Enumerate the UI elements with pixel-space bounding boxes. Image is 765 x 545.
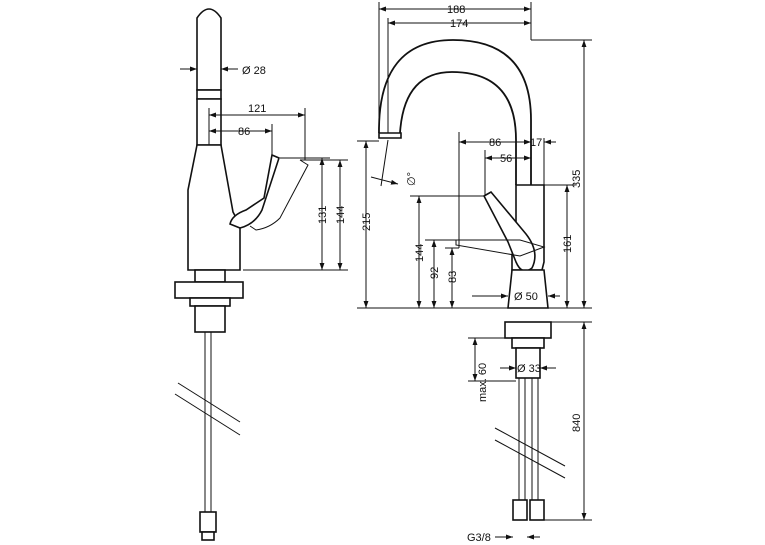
front-angle-line <box>380 139 389 187</box>
front-dim-840: 840 <box>571 414 583 432</box>
side-dim-lever-86: 86 <box>238 126 250 138</box>
side-lever <box>229 153 280 229</box>
front-break-line-2 <box>494 439 566 479</box>
front-view: 188 174 86 56 17 ∅° 335 161 215 <box>357 2 592 544</box>
front-thread <box>511 337 545 349</box>
front-angle-mark: ∅° <box>406 172 418 186</box>
side-dim-lever-121: 121 <box>248 103 266 115</box>
front-dim-144: 144 <box>414 244 426 262</box>
front-dim-174: 174 <box>450 18 468 30</box>
front-connector-left <box>512 499 528 521</box>
front-dim-188: 188 <box>447 4 465 16</box>
front-shank <box>515 347 541 379</box>
side-base-plate <box>174 281 244 299</box>
front-dim-161: 161 <box>562 235 574 253</box>
front-connector-right <box>529 499 545 521</box>
side-shank <box>194 305 226 333</box>
front-dim-335: 335 <box>571 170 583 188</box>
side-break-line-1 <box>177 382 241 423</box>
front-base-plate <box>504 321 552 339</box>
front-dim-base-diameter: Ø 50 <box>514 291 538 303</box>
side-break-line-2 <box>174 393 241 436</box>
front-lever <box>482 190 536 272</box>
front-dim-max-60: max. 60 <box>477 363 489 402</box>
front-break-line-1 <box>494 427 566 467</box>
front-dim-83: 83 <box>447 271 459 283</box>
front-angle-arrow <box>370 176 399 185</box>
side-connector <box>199 511 217 533</box>
front-spout-tip <box>378 132 402 139</box>
side-dim-spout-diameter: Ø 28 <box>242 65 266 77</box>
side-lever-ghost <box>249 159 309 231</box>
side-spout <box>196 8 222 91</box>
side-thread <box>189 297 231 307</box>
front-dim-17: 17 <box>530 137 542 149</box>
front-dim-thread-diameter: Ø 33 <box>517 363 541 375</box>
side-spout-ring <box>196 89 222 100</box>
front-spout-arc-inner <box>399 71 517 185</box>
side-connector-nut <box>201 531 215 541</box>
front-dim-connection: G3/8 <box>467 532 491 544</box>
side-base-collar <box>194 269 226 283</box>
side-body <box>187 144 241 271</box>
side-dim-height-144: 144 <box>335 206 347 224</box>
front-dim-86: 86 <box>489 137 501 149</box>
front-lever-ghost <box>455 239 546 257</box>
front-dim-56: 56 <box>500 153 512 165</box>
front-dim-215: 215 <box>361 213 373 231</box>
front-spout-arc <box>378 39 532 185</box>
front-dim-92: 92 <box>429 267 441 279</box>
side-dim-height-131: 131 <box>317 206 329 224</box>
side-view: Ø 28 121 86 131 144 <box>174 8 348 541</box>
